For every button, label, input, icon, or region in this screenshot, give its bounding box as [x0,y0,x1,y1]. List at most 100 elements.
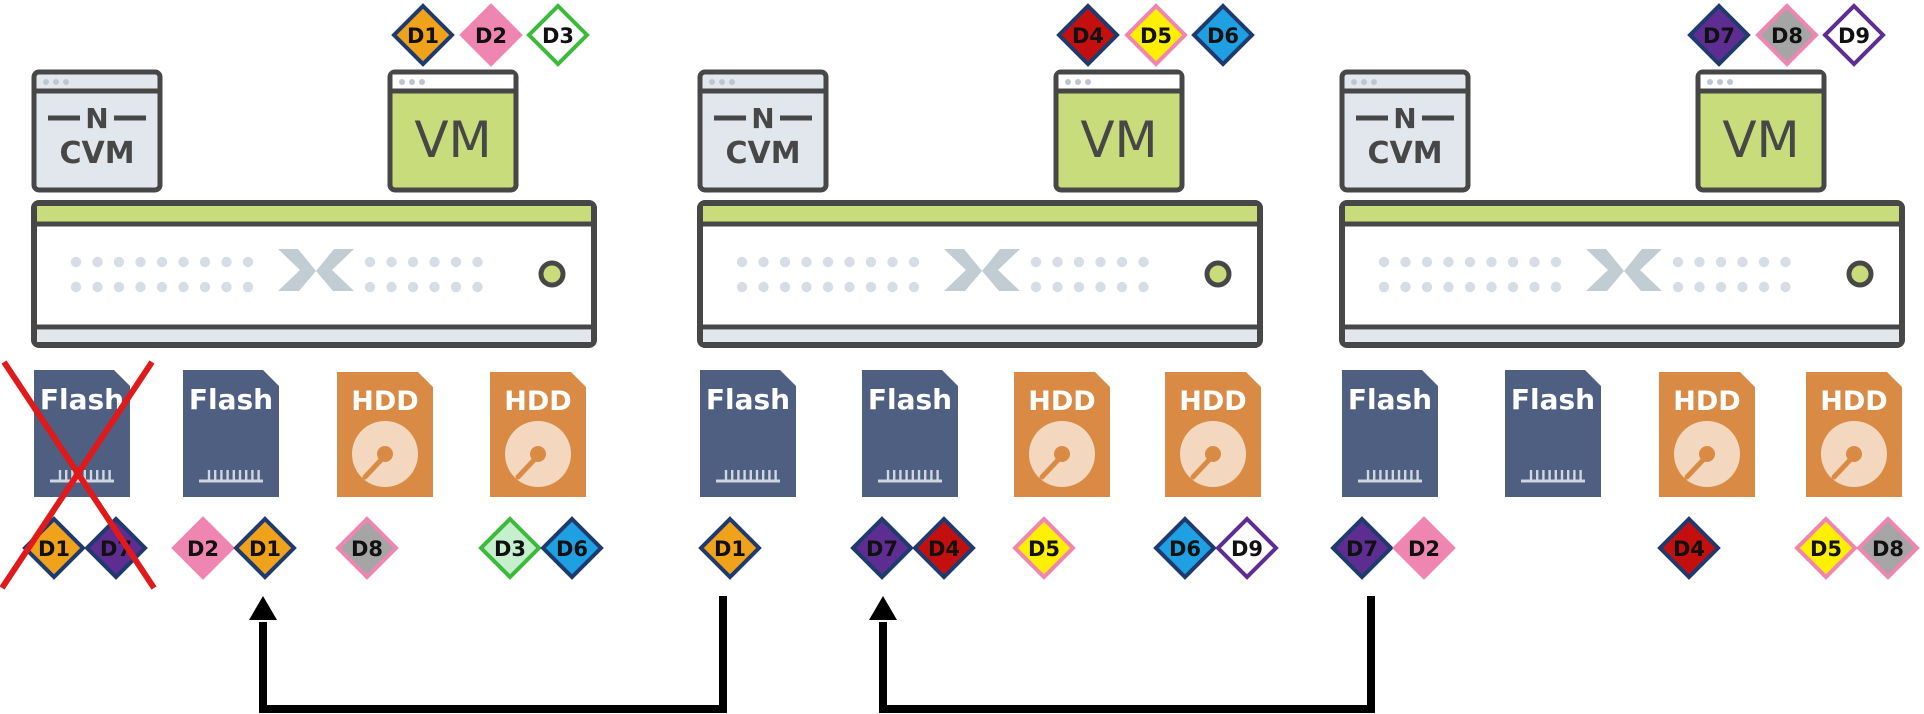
vent-dot [1715,256,1727,268]
disk-label: D6 [556,537,588,561]
arrow-line [259,596,727,713]
vent-dot [407,256,419,268]
disk-diamond [478,516,542,580]
vm-dot [1085,79,1091,85]
power-led-icon [538,260,566,288]
disk-d2: D2 [171,516,235,580]
vent-dot [92,256,103,268]
disk-diamond [526,3,590,67]
vent-dot [801,281,812,293]
disk-d1: D1 [22,516,86,580]
disk-label: D3 [542,24,574,48]
flash-label: Flash [1511,383,1595,416]
disk-d5: D5 [1124,3,1188,67]
disk-diamond [391,3,455,67]
vent-dot [1529,256,1540,268]
server-chassis [31,200,597,348]
vm-label: VM [1722,111,1799,169]
disk-diamond [1687,3,1751,67]
vent-dot [1507,281,1519,293]
disk-label: D1 [38,537,70,561]
vent-dot [92,281,103,293]
vent-dot [1486,256,1497,268]
vent-dot [1138,256,1149,268]
vent-dot [429,281,440,293]
disk-label: D5 [1140,24,1172,48]
vent-dot [1758,281,1770,293]
disk-diamond [1794,516,1858,580]
cvm-dot [1361,79,1367,85]
cvm-window [31,69,163,193]
logo-x-right [982,249,1020,291]
disk-d8: D8 [1856,516,1920,580]
flash-drive-icon: Flash [1505,370,1601,497]
disk-d6: D6 [540,516,604,580]
cvm-dot [63,79,69,85]
vent-dot [1486,281,1497,293]
cvm-dot [53,79,59,85]
hdd-drive-icon: HDD [1659,372,1755,497]
disk-d7: D7 [84,516,148,580]
server-top-accent [1345,206,1899,222]
flash-label: Flash [1348,383,1432,416]
disk-diamond [1191,3,1255,67]
cvm-dot [1371,79,1377,85]
disk-d1: D1 [698,516,762,580]
vent-dot [865,281,877,293]
disk-diamond [1012,516,1076,580]
vent-dot [1378,256,1390,268]
vent-dot [1421,256,1433,268]
vent-dot [736,281,748,293]
flash-drive-icon: Flash [34,370,130,497]
vent-dot [1672,256,1684,268]
vent-dot [887,256,898,268]
server-body [697,200,1263,348]
vent-dot [1780,281,1791,293]
vent-dot [364,256,376,268]
vent-dot [70,281,82,293]
vent-dot [1400,281,1411,293]
disk-d4: D4 [912,516,976,580]
disk-diamond [171,516,235,580]
flash-body [700,370,796,497]
vent-dot [135,281,146,293]
disk-diamond [1822,3,1886,67]
arrow-head-icon [249,596,277,620]
vent-dot [178,256,189,268]
server-bottom-accent [1345,330,1899,342]
flash-label: Flash [40,383,124,416]
vent-dot [242,256,254,268]
vent-dot [758,256,769,268]
vent-dot [364,281,376,293]
vent-dot [779,281,791,293]
vent-dot [822,281,834,293]
cvm-n-label: N [85,102,108,135]
vent-dot [1737,281,1748,293]
vm-dot [419,79,425,85]
disk-d2: D2 [1392,516,1456,580]
vent-dot [844,281,855,293]
disk-label: D8 [1771,24,1803,48]
logo-x-right [316,249,354,291]
disk-label: D4 [1673,537,1705,561]
disk-label: D6 [1207,24,1239,48]
hdd-drive-icon: HDD [490,372,586,497]
vent-dot [429,256,440,268]
vent-dot [736,256,748,268]
cvm-dot [1351,79,1357,85]
vent-dot [1073,256,1085,268]
flash-body [1342,370,1438,497]
disk-label: D2 [475,24,507,48]
disk-d7: D7 [1687,3,1751,67]
vent-dot [1116,281,1128,293]
disk-diamond [1056,3,1120,67]
cvm-window [697,69,829,193]
vent-dot [1758,256,1770,268]
vm-window [1695,69,1827,193]
vent-dot [1529,281,1540,293]
disk-diamond [459,3,523,67]
vm-dot [409,79,415,85]
hdd-arm [1190,457,1212,480]
disk-diamond [1856,516,1920,580]
